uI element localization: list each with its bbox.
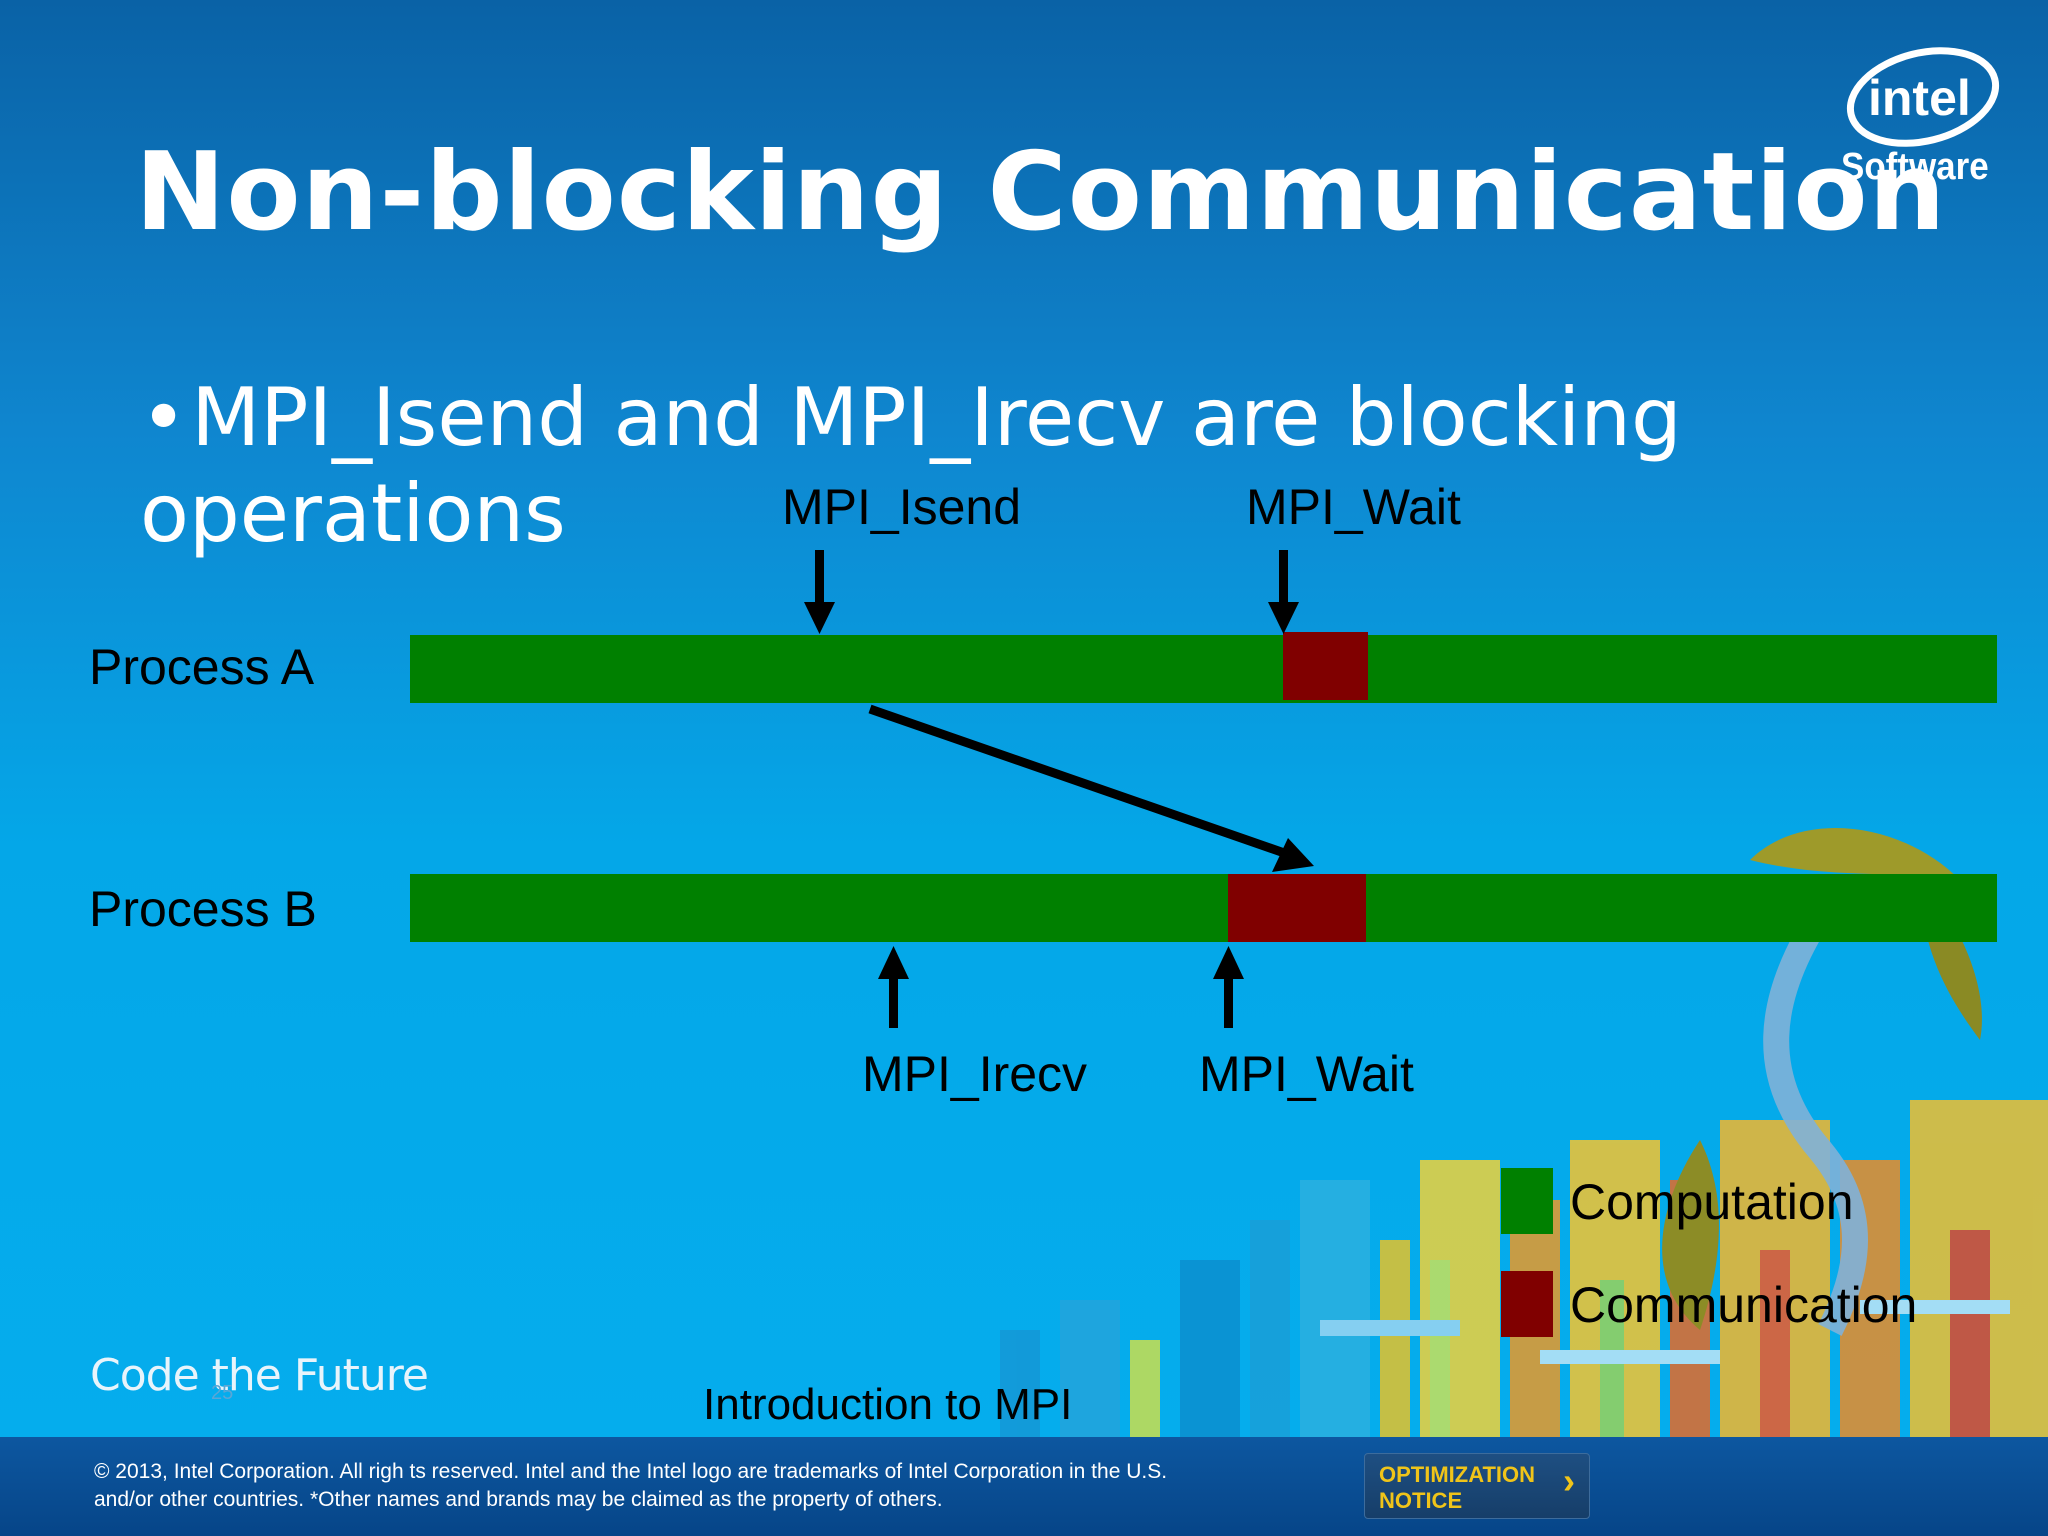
- bullet-text: •MPI_Isend and MPI_Irecv are blocking op…: [140, 371, 1682, 560]
- optimization-notice-button[interactable]: OPTIMIZATION NOTICE ›: [1364, 1453, 1590, 1519]
- arrow-b-wait: [1213, 946, 1244, 1028]
- intel-logo-text: intel: [1868, 70, 1971, 126]
- copyright-notice: © 2013, Intel Corporation. All righ ts r…: [94, 1458, 1344, 1514]
- legend-swatch-communication: [1501, 1271, 1553, 1337]
- label-mpi-wait-b: MPI_Wait: [1199, 1046, 1414, 1102]
- deck-name: Introduction to MPI: [703, 1380, 1073, 1429]
- copyright-line-1: © 2013, Intel Corporation. All righ ts r…: [94, 1460, 1168, 1483]
- process-a-label: Process A: [89, 639, 315, 695]
- legend-label-computation: Computation: [1570, 1174, 1854, 1230]
- message-arrow: [868, 704, 1314, 872]
- label-mpi-irecv: MPI_Irecv: [862, 1046, 1088, 1102]
- code-the-future-tagline: Code the Future: [90, 1350, 429, 1401]
- slide-title: Non-blocking Communication: [135, 130, 1947, 255]
- footer-bar: [0, 1437, 2048, 1536]
- process-b-communication-block: [1228, 874, 1366, 942]
- chevron-right-icon: ›: [1563, 1460, 1575, 1501]
- arrow-a-isend: [804, 550, 835, 634]
- label-mpi-wait-a: MPI_Wait: [1246, 479, 1461, 535]
- process-b-label: Process B: [89, 881, 317, 937]
- process-b-computation-bar: [410, 874, 1997, 942]
- arrow-a-wait: [1268, 550, 1299, 634]
- arrow-b-irecv: [878, 946, 909, 1028]
- process-a-communication-block: [1283, 632, 1368, 700]
- logo-software-label: Software: [1841, 146, 1989, 188]
- optimization-notice-line-2: NOTICE: [1379, 1488, 1463, 1513]
- legend-swatch-computation: [1501, 1168, 1553, 1234]
- copyright-line-2: and/or other countries. *Other names and…: [94, 1488, 943, 1511]
- label-mpi-isend: MPI_Isend: [782, 479, 1022, 535]
- slide-number: 25: [211, 1382, 234, 1404]
- intel-logo: intel: [1846, 47, 2000, 147]
- optimization-notice-line-1: OPTIMIZATION: [1379, 1462, 1536, 1487]
- bullet-text-content: MPI_Isend and MPI_Irecv are blocking ope…: [140, 371, 1682, 560]
- legend-label-communication: Communication: [1570, 1277, 1918, 1333]
- process-a-computation-bar: [410, 635, 1997, 703]
